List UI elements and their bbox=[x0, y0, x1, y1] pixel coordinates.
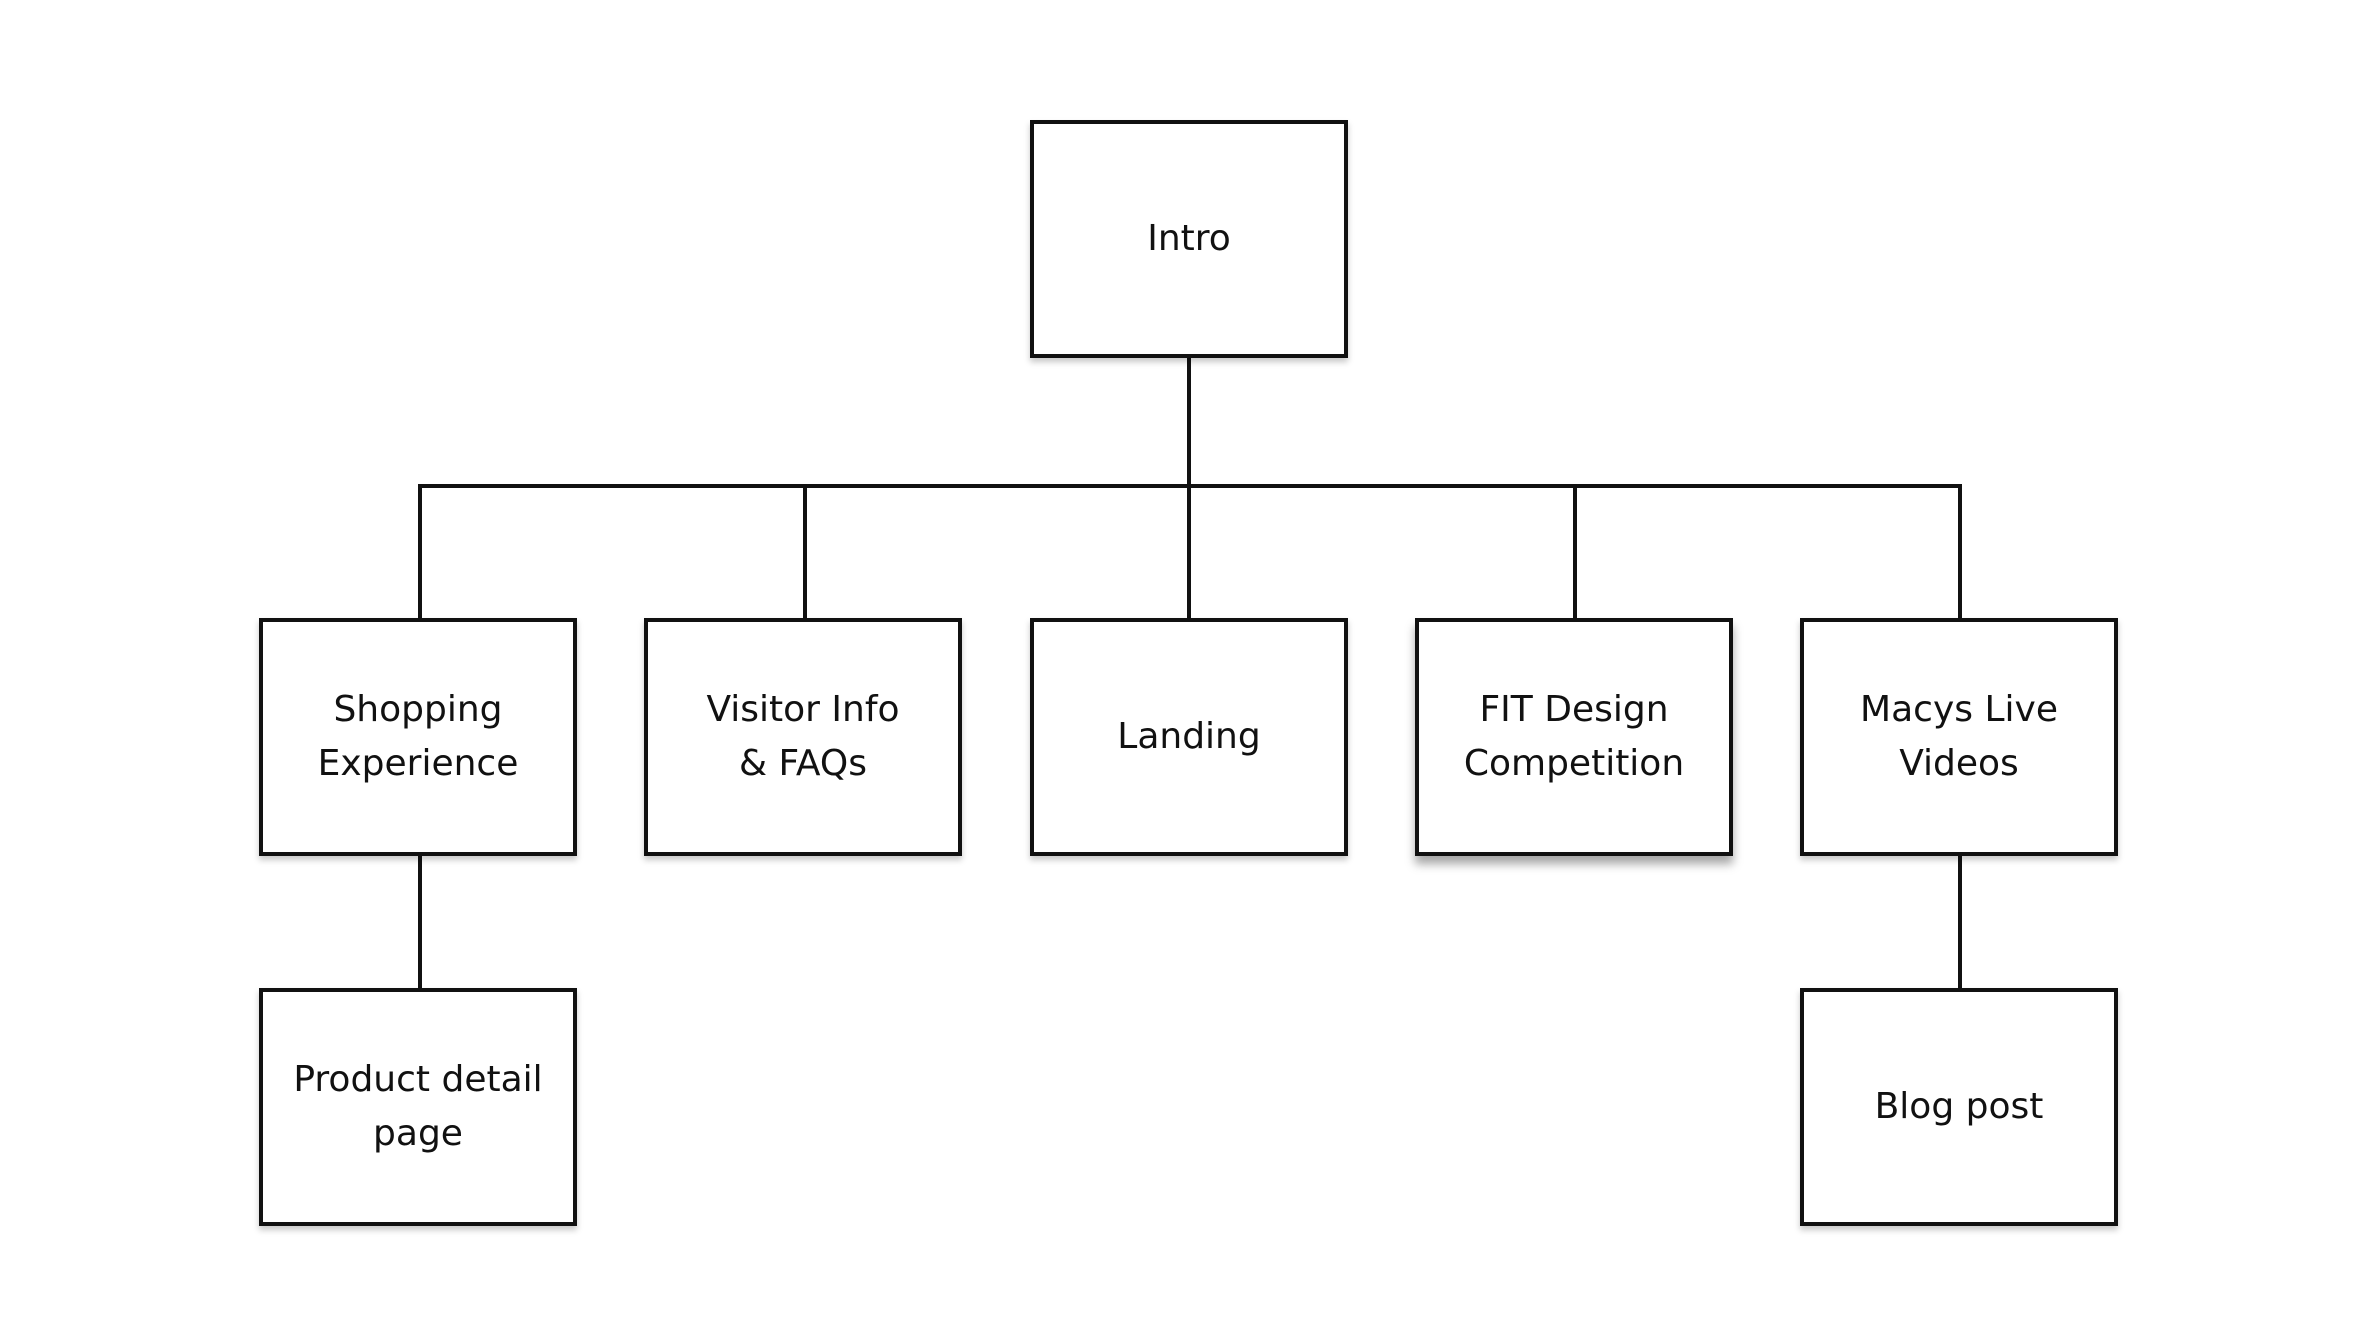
node-blog-post: Blog post bbox=[1800, 988, 2118, 1226]
node-product-detail-page-label: Product detail page bbox=[293, 1059, 543, 1154]
node-visitor-info-faqs-label: Visitor Info & FAQs bbox=[706, 689, 900, 784]
node-macys-live-videos: Macys Live Videos bbox=[1800, 618, 2118, 856]
node-landing-label: Landing bbox=[1117, 716, 1261, 757]
node-fit-design-competition-label: FIT Design Competition bbox=[1463, 689, 1685, 784]
node-intro: Intro bbox=[1030, 120, 1348, 358]
node-visitor-info-faqs: Visitor Info & FAQs bbox=[644, 618, 962, 856]
node-macys-live-videos-label: Macys Live Videos bbox=[1860, 689, 2058, 784]
node-landing: Landing bbox=[1030, 618, 1348, 856]
node-blog-post-label: Blog post bbox=[1874, 1086, 2044, 1127]
node-shopping-experience: Shopping Experience bbox=[259, 618, 577, 856]
node-shopping-experience-label: Shopping Experience bbox=[317, 689, 519, 784]
node-fit-design-competition: FIT Design Competition bbox=[1415, 618, 1733, 856]
node-intro-label: Intro bbox=[1147, 218, 1231, 259]
node-product-detail-page: Product detail page bbox=[259, 988, 577, 1226]
